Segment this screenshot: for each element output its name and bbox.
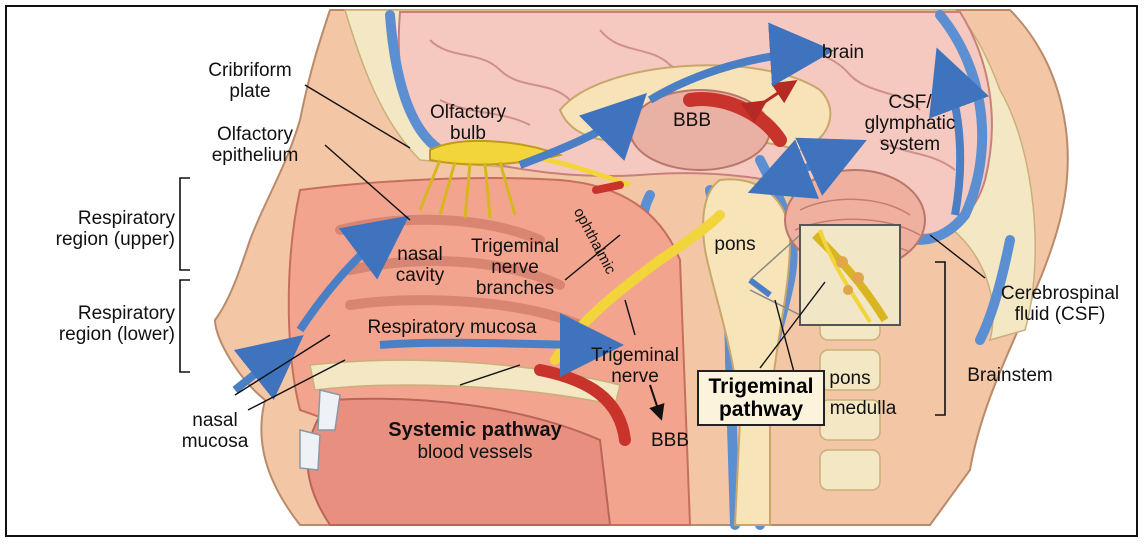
label-nasal-cavity: nasal cavity [385,244,455,286]
label-brain: brain [808,42,878,63]
label-bbb-bottom: BBB [640,430,700,451]
label-blood-vessels: blood vessels [400,442,550,463]
label-respiratory-upper: Respiratory region (upper) [20,208,175,250]
label-systemic-pathway: Systemic pathway [380,420,570,441]
label-cerebrospinal-fluid: Cerebrospinal fluid (CSF) [985,283,1135,325]
label-brainstem: Brainstem [955,365,1065,386]
trigeminal-pathway-box: Trigeminal pathway [697,370,825,426]
label-trigeminal-nerve: Trigeminal nerve [580,345,690,387]
label-pons: pons [705,234,765,255]
label-olfactory-bulb: Olfactory bulb [418,102,518,144]
label-respiratory-lower: Respiratory region (lower) [20,303,175,345]
label-cribriform-plate: Cribriform plate [200,60,300,102]
label-medulla: medulla [818,398,908,419]
label-respiratory-mucosa: Respiratory mucosa [352,317,552,338]
label-trigeminal-branches: Trigeminal nerve branches [460,236,570,299]
label-csf-glymphatic: CSF/ glymphatic system [860,92,960,155]
label-bbb-top: BBB [662,110,722,131]
label-olfactory-epithelium: Olfactory epithelium [185,124,325,166]
label-pons-small: pons [820,368,880,389]
label-nasal-mucosa: nasal mucosa [165,410,265,452]
